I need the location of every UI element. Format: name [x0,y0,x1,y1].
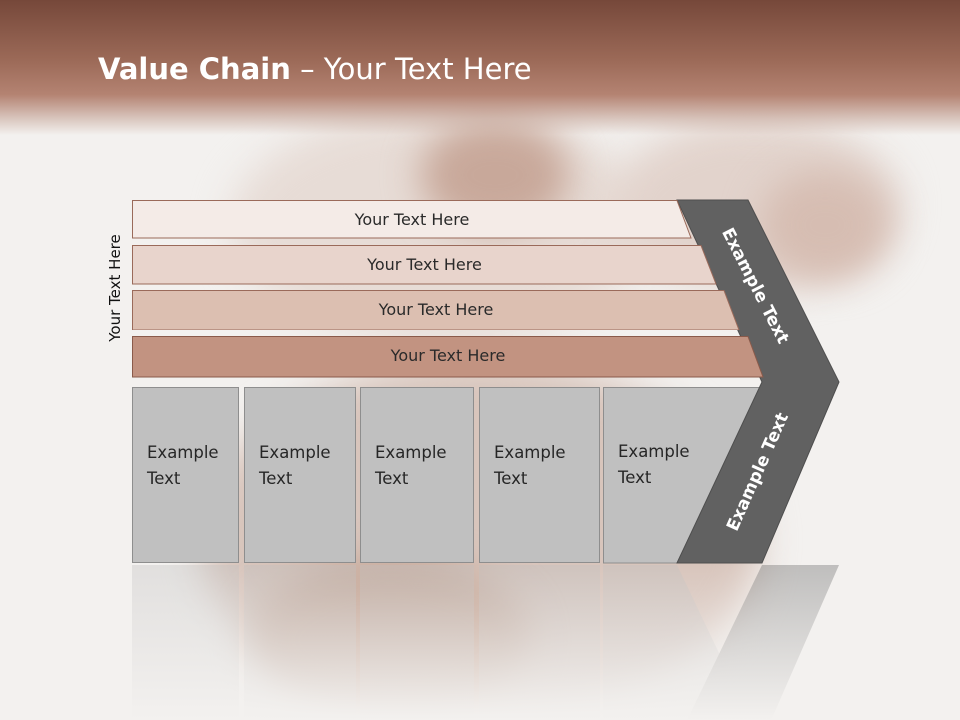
support-bar-4-label: Your Text Here [390,345,506,365]
title-bold: Value Chain [98,52,291,86]
primary-box-3-line1: Example [375,443,447,462]
primary-box-1-line1: Example [147,443,219,462]
primary-box-3-line2: Text [375,469,409,488]
support-bar-3: Your Text Here [132,290,740,330]
header-band [0,0,960,135]
support-bar-1: Your Text Here [132,200,692,239]
primary-box-1-line2: Text [147,469,181,488]
primary-box-4-line2: Text [494,469,528,488]
support-bar-1-label: Your Text Here [354,209,470,229]
primary-box-3: Example Text [360,387,474,563]
primary-box-2-line2: Text [259,469,293,488]
primary-box-5-line2: Text [618,468,652,487]
support-bar-3-label: Your Text Here [378,299,494,319]
primary-box-4: Example Text [479,387,600,563]
primary-box-4-line1: Example [494,443,566,462]
title-rest: – Your Text Here [290,52,532,86]
primary-box-1: Example Text [132,387,239,563]
support-bar-2: Your Text Here [132,245,717,285]
support-bar-2-label: Your Text Here [367,254,482,274]
slide-title: Value Chain – Your Text Here [98,52,532,86]
primary-box-2: Example Text [244,387,356,563]
primary-box-5-line1: Example [618,442,690,461]
support-bar-4: Your Text Here [132,336,764,378]
primary-box-2-line1: Example [259,443,331,462]
